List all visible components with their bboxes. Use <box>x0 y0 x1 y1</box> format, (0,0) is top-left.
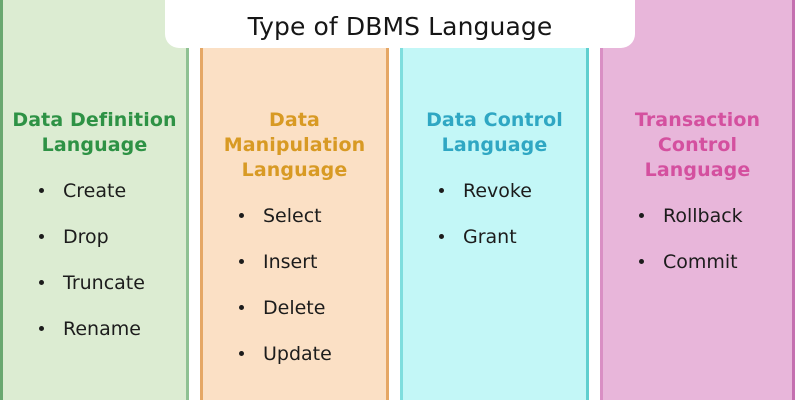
list-item-label: Select <box>263 205 322 227</box>
list-item-label: Truncate <box>63 272 145 294</box>
column-list-ddl: Create Drop Truncate Rename <box>3 180 186 340</box>
list-item-label: Revoke <box>463 180 532 202</box>
list-item: Truncate <box>39 272 186 294</box>
bullet-dot-icon <box>39 326 44 331</box>
list-item: Insert <box>239 251 386 273</box>
list-item: Drop <box>39 226 186 248</box>
list-item-label: Commit <box>663 251 738 273</box>
list-item: Rename <box>39 318 186 340</box>
column-data-control-language: Data Control Language Revoke Grant <box>400 0 589 400</box>
column-list-dcl: Revoke Grant <box>403 180 586 248</box>
list-item-label: Insert <box>263 251 318 273</box>
column-heading-dcl: Data Control Language <box>426 109 563 156</box>
column-list-tcl: Rollback Commit <box>603 205 792 273</box>
column-divider-1 <box>189 0 200 400</box>
list-item: Revoke <box>439 180 586 202</box>
bullet-dot-icon <box>39 188 44 193</box>
column-heading-dml: Data Manipulation Language <box>223 109 366 181</box>
list-item-label: Grant <box>463 226 517 248</box>
list-item: Commit <box>639 251 792 273</box>
column-divider-3 <box>589 0 600 400</box>
list-item: Update <box>239 343 386 365</box>
bullet-dot-icon <box>39 280 44 285</box>
list-item-label: Create <box>63 180 127 202</box>
bullet-dot-icon <box>639 259 644 264</box>
column-list-dml: Select Insert Delete Update <box>203 205 386 365</box>
column-heading-ddl: Data Definition Language <box>12 109 177 156</box>
title-card: Type of DBMS Language <box>165 0 635 48</box>
column-data-manipulation-language: Data Manipulation Language Select Insert… <box>200 0 389 400</box>
bullet-dot-icon <box>239 213 244 218</box>
list-item-label: Rename <box>63 318 141 340</box>
bullet-dot-icon <box>39 234 44 239</box>
bullet-dot-icon <box>639 213 644 218</box>
list-item: Grant <box>439 226 586 248</box>
column-transaction-control-language: Transaction Control Language Rollback Co… <box>600 0 795 400</box>
bullet-dot-icon <box>439 234 444 239</box>
list-item-label: Drop <box>63 226 109 248</box>
bullet-dot-icon <box>439 188 444 193</box>
page-title: Type of DBMS Language <box>247 12 553 41</box>
list-item: Select <box>239 205 386 227</box>
bullet-dot-icon <box>239 305 244 310</box>
list-item: Create <box>39 180 186 202</box>
list-item-label: Rollback <box>663 205 743 227</box>
bullet-dot-icon <box>239 259 244 264</box>
column-divider-2 <box>389 0 400 400</box>
list-item: Rollback <box>639 205 792 227</box>
list-item-label: Update <box>263 343 332 365</box>
column-data-definition-language: Data Definition Language Create Drop Tru… <box>0 0 189 400</box>
column-heading-tcl: Transaction Control Language <box>634 109 761 181</box>
list-item-label: Delete <box>263 297 326 319</box>
bullet-dot-icon <box>239 351 244 356</box>
list-item: Delete <box>239 297 386 319</box>
